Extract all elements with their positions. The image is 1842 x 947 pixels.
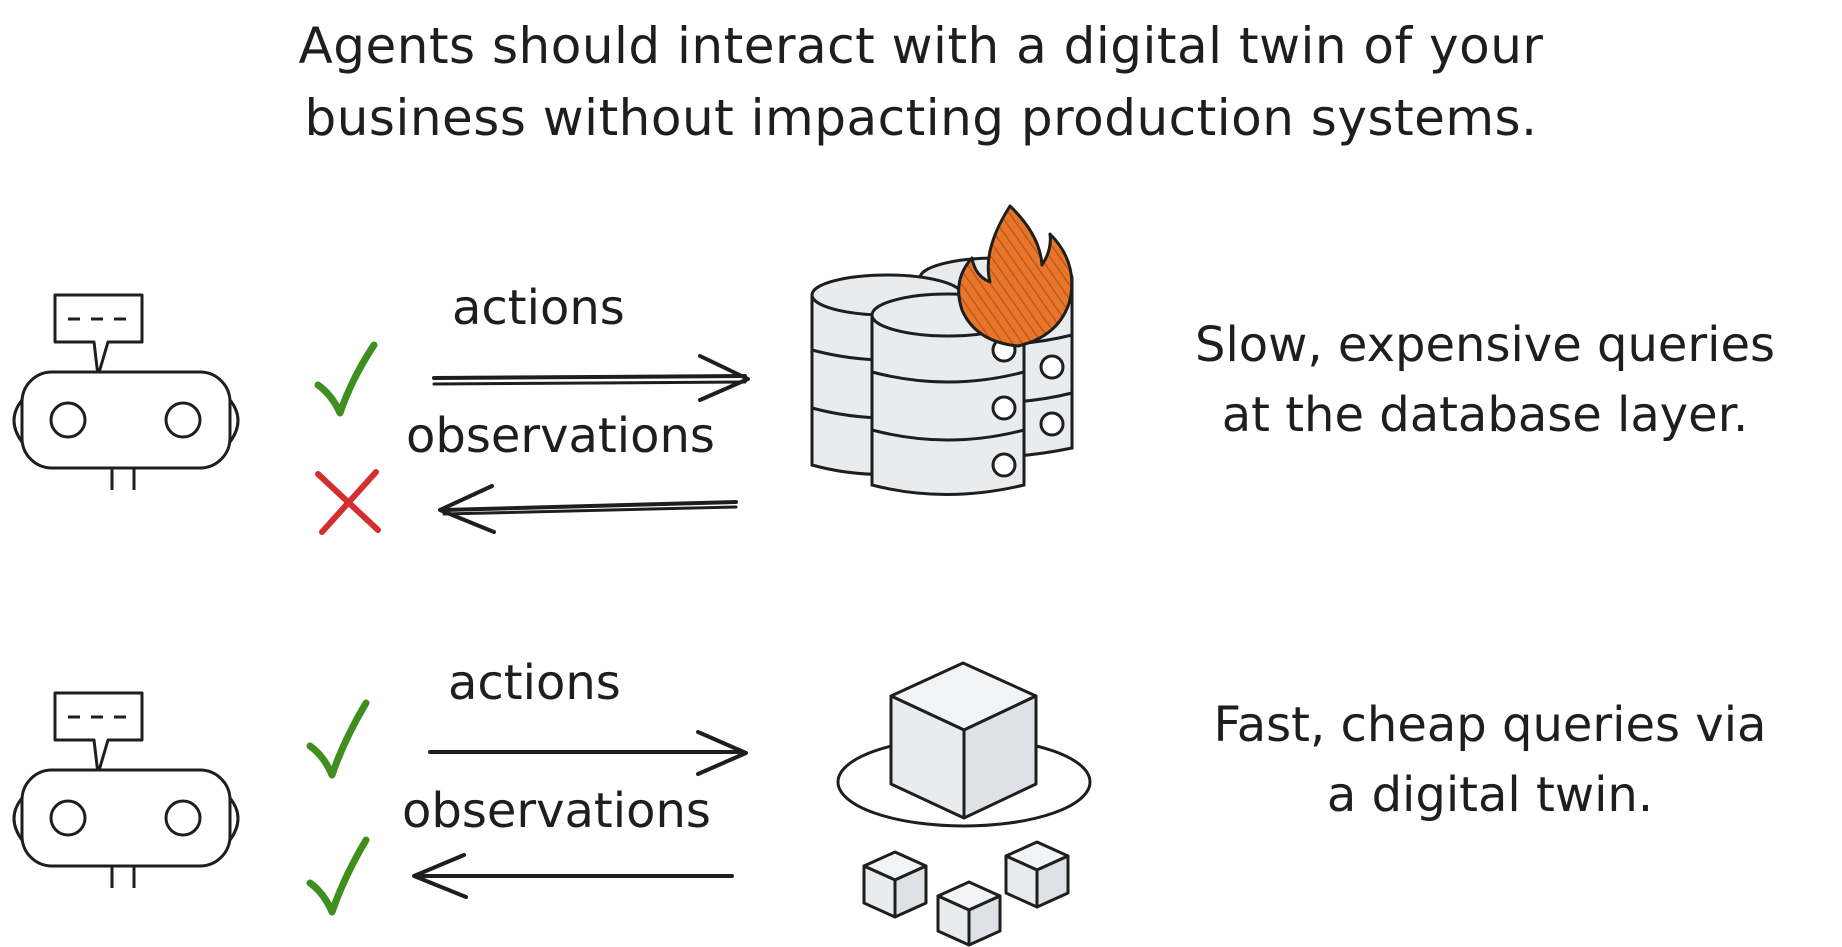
actions-label: actions — [448, 655, 621, 711]
database-description-line-1: Slow, expensive queries — [1194, 317, 1776, 373]
check-icon — [306, 699, 370, 779]
digital-twin-description: Fast, cheap queries via a digital twin. — [1150, 690, 1830, 830]
database-icon — [810, 256, 1074, 496]
arrow-left-icon — [438, 484, 738, 534]
actions-label: actions — [452, 280, 625, 336]
speech-bubble-icon — [53, 293, 144, 378]
robot-icon — [12, 691, 240, 888]
cross-icon — [315, 469, 381, 535]
speech-bubble-icon — [53, 691, 144, 776]
arrow-right-icon — [428, 730, 748, 776]
observations-label: observations — [402, 783, 711, 839]
cube-icon — [889, 661, 1038, 820]
fire-icon — [957, 204, 1074, 348]
digital-twin-description-line-1: Fast, cheap queries via — [1213, 697, 1767, 753]
title-line-2: business without impacting production sy… — [304, 89, 1538, 147]
observations-label: observations — [406, 408, 715, 464]
robot-icon — [12, 293, 240, 490]
check-icon — [314, 341, 378, 417]
cube-icon — [936, 880, 1002, 947]
database-description: Slow, expensive queries at the database … — [1140, 310, 1830, 450]
digital-twin-icon — [836, 661, 1092, 947]
arrow-left-icon — [412, 853, 734, 899]
check-icon — [306, 836, 370, 916]
title-line-1: Agents should interact with a digital tw… — [298, 17, 1544, 75]
digital-twin-description-line-2: a digital twin. — [1326, 767, 1654, 823]
arrow-right-icon — [432, 354, 750, 402]
cube-icon — [1004, 840, 1070, 909]
diagram-title: Agents should interact with a digital tw… — [0, 10, 1842, 154]
database-description-line-2: at the database layer. — [1221, 387, 1749, 443]
cube-icon — [862, 850, 928, 919]
